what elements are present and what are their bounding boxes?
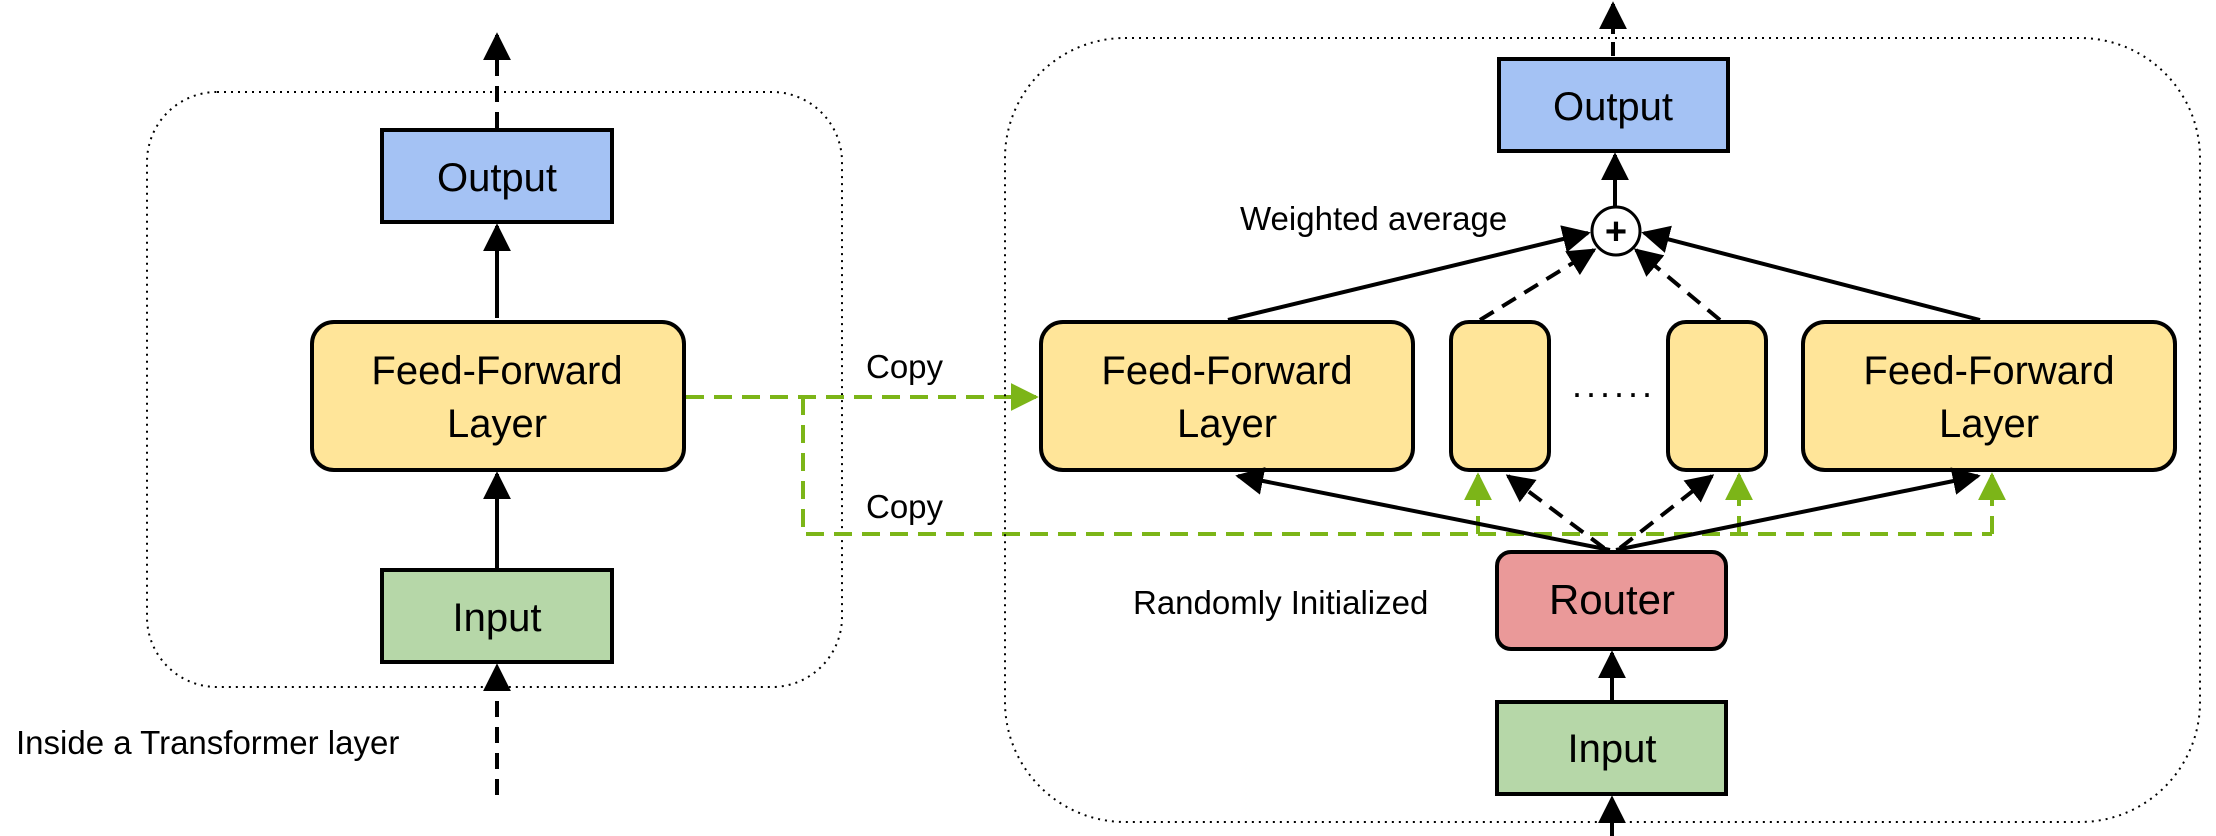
- copy-label-bottom: Copy: [866, 488, 944, 525]
- router-to-expert4-arrow: [1615, 467, 1981, 552]
- router-to-expert1-arrow: [1235, 467, 1611, 552]
- weighted-average-label: Weighted average: [1240, 200, 1507, 237]
- expert-ffn-box-4: [1801, 320, 2177, 472]
- router-box: [1495, 550, 1728, 651]
- experts-ellipsis: ......: [1572, 364, 1656, 405]
- expert-ffn-box-3: [1666, 320, 1768, 472]
- expert3-to-sum-arrow: [1633, 248, 1722, 322]
- expert-ffn-box-1: [1039, 320, 1415, 472]
- weighted-sum-symbol: +: [1605, 211, 1627, 253]
- left-caption: Inside a Transformer layer: [16, 724, 399, 761]
- router-note: Randomly Initialized: [1133, 584, 1428, 621]
- expert-ffn-box-2: [1449, 320, 1551, 472]
- right-output-box: [1497, 57, 1730, 153]
- router-to-expert2-arrow: [1505, 474, 1606, 550]
- expert4-to-sum-arrow: [1641, 225, 1981, 322]
- left-ffn-label-line1: Feed-Forward: [371, 349, 622, 393]
- copy-arrow-bottom: [801, 397, 1992, 536]
- copy-label-top: Copy: [866, 348, 944, 385]
- expert-1-label-line2: Layer: [1177, 402, 1277, 446]
- expert-1-label-line1: Feed-Forward: [1101, 349, 1352, 393]
- expert1-to-sum-arrow: [1227, 225, 1591, 322]
- right-input-label: Input: [1568, 727, 1657, 771]
- right-output-label: Output: [1553, 85, 1673, 129]
- left-output-box: [380, 128, 614, 224]
- expert2-to-sum-arrow: [1478, 248, 1597, 322]
- router-to-expert3-arrow: [1618, 474, 1715, 550]
- expert-4-label-line1: Feed-Forward: [1863, 349, 2114, 393]
- left-ffn-label-line2: Layer: [447, 402, 547, 446]
- left-input-label: Input: [453, 596, 542, 640]
- left-transformer-container: [146, 91, 843, 688]
- left-output-label: Output: [437, 156, 557, 200]
- weighted-sum-node: [1590, 205, 1642, 257]
- left-input-box: [380, 568, 614, 664]
- router-label: Router: [1549, 576, 1675, 623]
- left-ffn-box: [310, 320, 686, 472]
- right-input-box: [1495, 700, 1728, 796]
- expert-4-label-line2: Layer: [1939, 402, 2039, 446]
